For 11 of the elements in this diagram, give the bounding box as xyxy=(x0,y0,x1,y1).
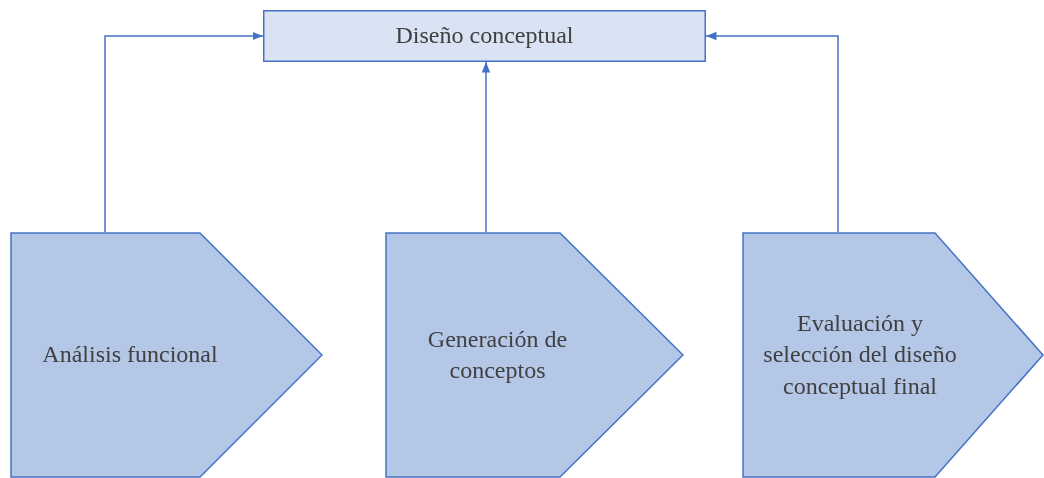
pentagon-arrow-shape xyxy=(385,232,684,478)
box-label: Diseño conceptual xyxy=(395,21,574,51)
box-label: Análisis funcional xyxy=(42,340,218,370)
box-label: Generación de conceptos xyxy=(426,324,569,385)
process-box xyxy=(263,10,706,62)
arrow xyxy=(705,31,839,233)
arrow xyxy=(481,61,491,233)
pentagon-arrow-shape xyxy=(10,232,323,478)
pentagon-arrow-shape xyxy=(742,232,1044,478)
arrow xyxy=(104,31,264,233)
box-label: Evaluación y selección del diseño conceptual final xyxy=(762,309,958,401)
